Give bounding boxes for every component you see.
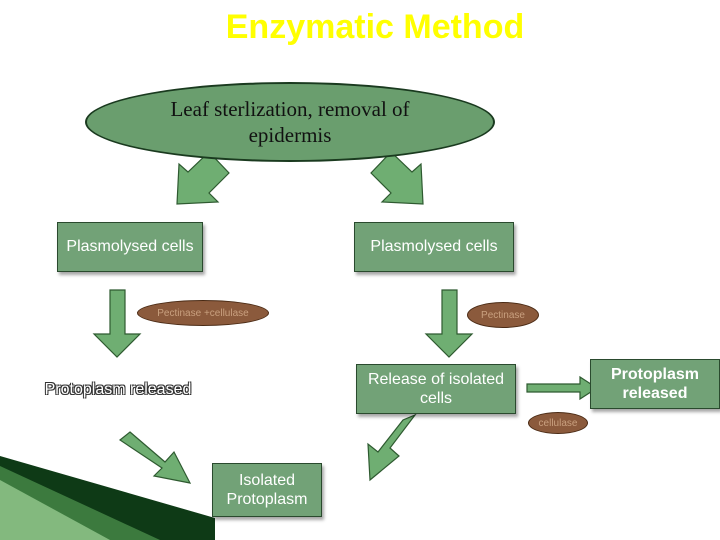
arrow-right: [526, 375, 599, 401]
arrow-down-left: [176, 151, 230, 205]
cellulase-label: cellulase: [528, 412, 588, 434]
start-node-ellipse: Leaf sterlization, removal of epidermis: [85, 82, 495, 162]
left-plasmolysed-cells-box: Plasmolysed cells: [57, 222, 203, 272]
arrow-down-right: [370, 151, 424, 205]
isolated-protoplasm-box: Isolated Protoplasm: [212, 463, 322, 517]
right-plasmolysed-cells-box: Plasmolysed cells: [354, 222, 514, 272]
pectinase-cellulase-label: Pectinase +cellulase: [137, 300, 269, 326]
arrow-to-isolated-left: [118, 431, 192, 484]
release-isolated-cells-box: Release of isolated cells: [356, 364, 516, 414]
arrow-down-right-column: [424, 289, 474, 358]
left-protoplasm-released: Protoplasm released: [44, 381, 192, 398]
right-protoplasm-released-box: Protoplasm released: [590, 359, 720, 409]
pectinase-label: Pectinase: [467, 302, 539, 328]
arrow-to-isolated-right: [367, 413, 417, 482]
arrow-down-left-column: [92, 289, 142, 358]
diagram-title: Enzymatic Method: [225, 8, 525, 46]
corner-decoration-light: [0, 480, 110, 540]
